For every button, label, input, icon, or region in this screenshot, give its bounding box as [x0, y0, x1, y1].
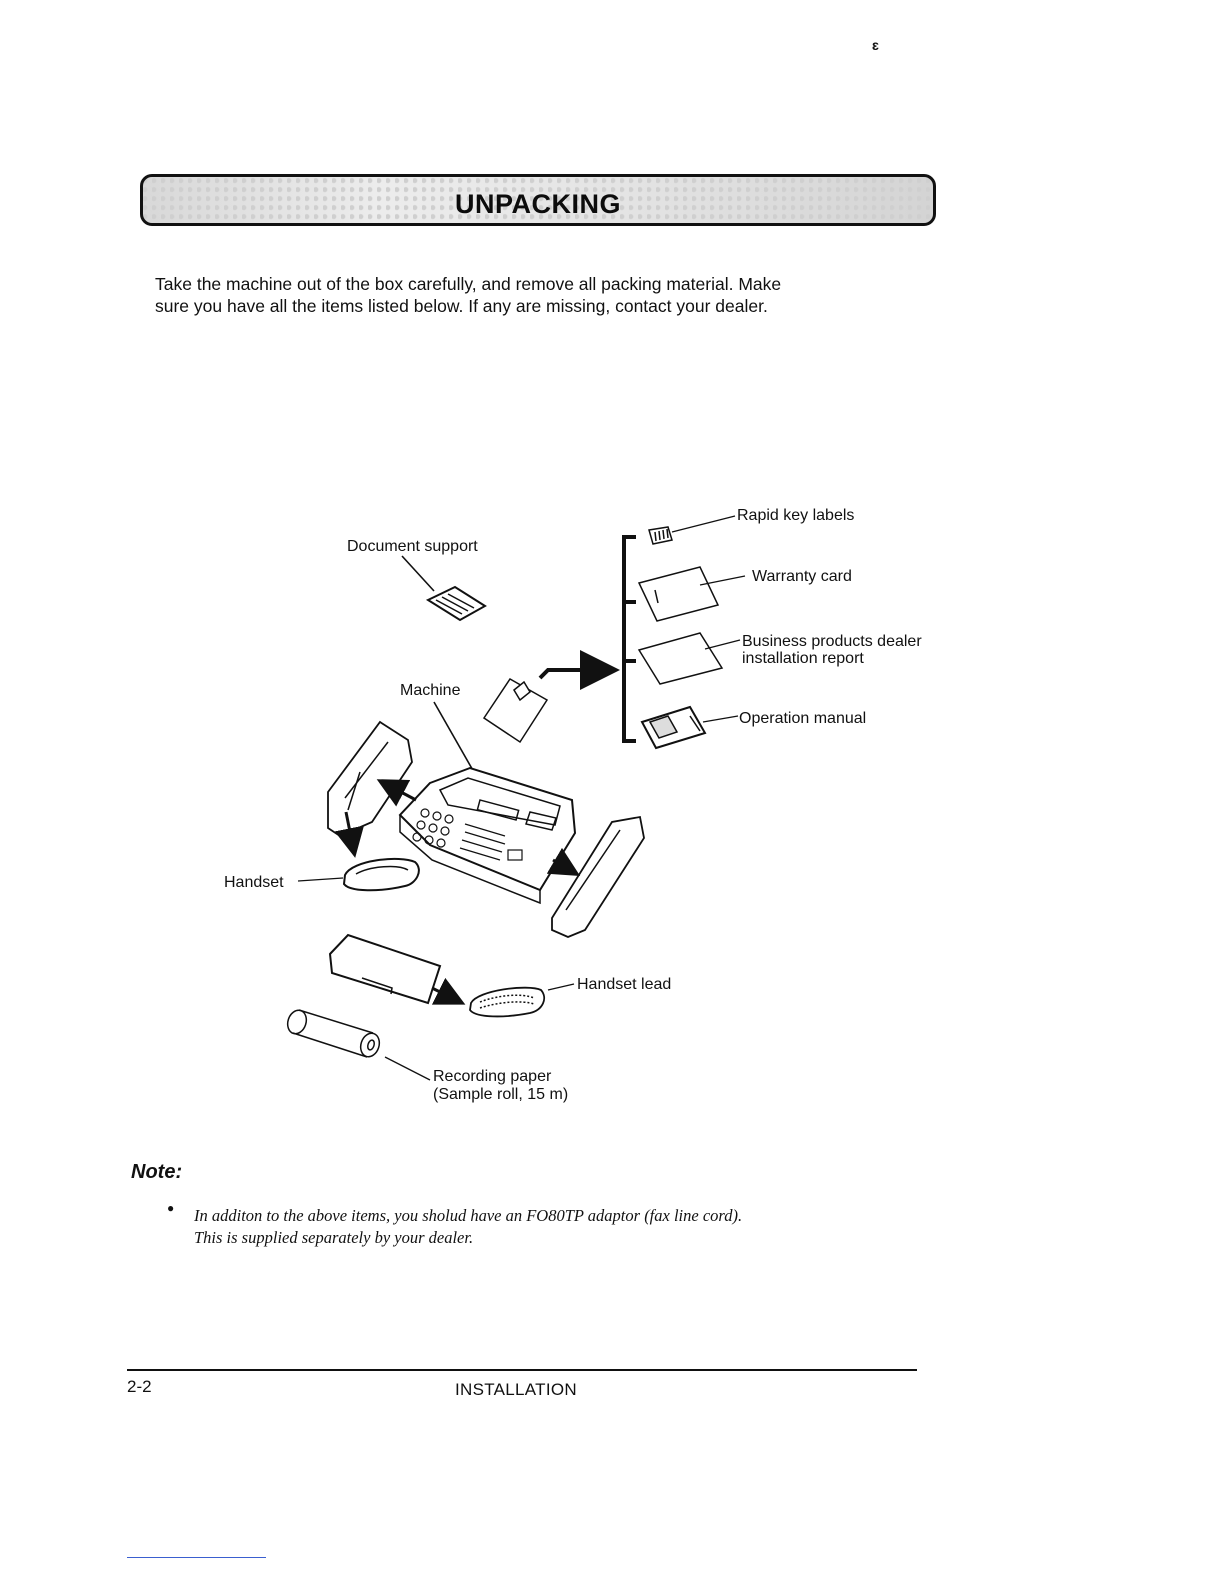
- label-dealer-report-line1: Business products dealer: [742, 633, 922, 650]
- label-operation-manual: Operation manual: [739, 710, 866, 727]
- label-dealer-report-line2: installation report: [742, 650, 864, 667]
- label-handset: Handset: [224, 874, 284, 891]
- label-recording-paper-line1: Recording paper: [433, 1068, 551, 1085]
- document-support-icon: [402, 556, 485, 620]
- footer-section-title: INSTALLATION: [455, 1380, 577, 1400]
- pouch-icon: [484, 679, 547, 742]
- label-rapid-key-labels: Rapid key labels: [737, 507, 854, 524]
- footer-rule: [127, 1369, 917, 1371]
- handset-lead-icon: [470, 984, 574, 1016]
- page-number: 2-2: [127, 1377, 152, 1397]
- bottom-link-underline: [127, 1557, 266, 1558]
- label-warranty-card: Warranty card: [752, 568, 852, 585]
- note-line-2: This is supplied separately by your deal…: [194, 1227, 874, 1249]
- fax-machine-icon: [400, 768, 575, 903]
- label-document-support: Document support: [347, 538, 478, 555]
- cassette-icon: [330, 935, 460, 1003]
- left-cradle-icon: [328, 722, 416, 852]
- handset-icon: [298, 859, 419, 890]
- label-recording-paper-line2: (Sample roll, 15 m): [433, 1086, 568, 1103]
- paper-roll-icon: [285, 1008, 430, 1080]
- note-bullet: ●: [167, 1201, 174, 1215]
- dealer-report-icon: [639, 633, 740, 684]
- bracket-arrow: [540, 670, 612, 678]
- note-line-1: In additon to the above items, you sholu…: [194, 1205, 874, 1227]
- items-bracket: [624, 537, 636, 741]
- operation-manual-icon: [642, 707, 738, 748]
- note-text: In additon to the above items, you sholu…: [194, 1205, 874, 1249]
- rapid-key-labels-icon: [649, 516, 735, 544]
- note-heading: Note:: [131, 1161, 182, 1184]
- warranty-card-icon: [639, 567, 745, 621]
- label-machine: Machine: [400, 682, 460, 699]
- label-handset-lead: Handset lead: [577, 976, 671, 993]
